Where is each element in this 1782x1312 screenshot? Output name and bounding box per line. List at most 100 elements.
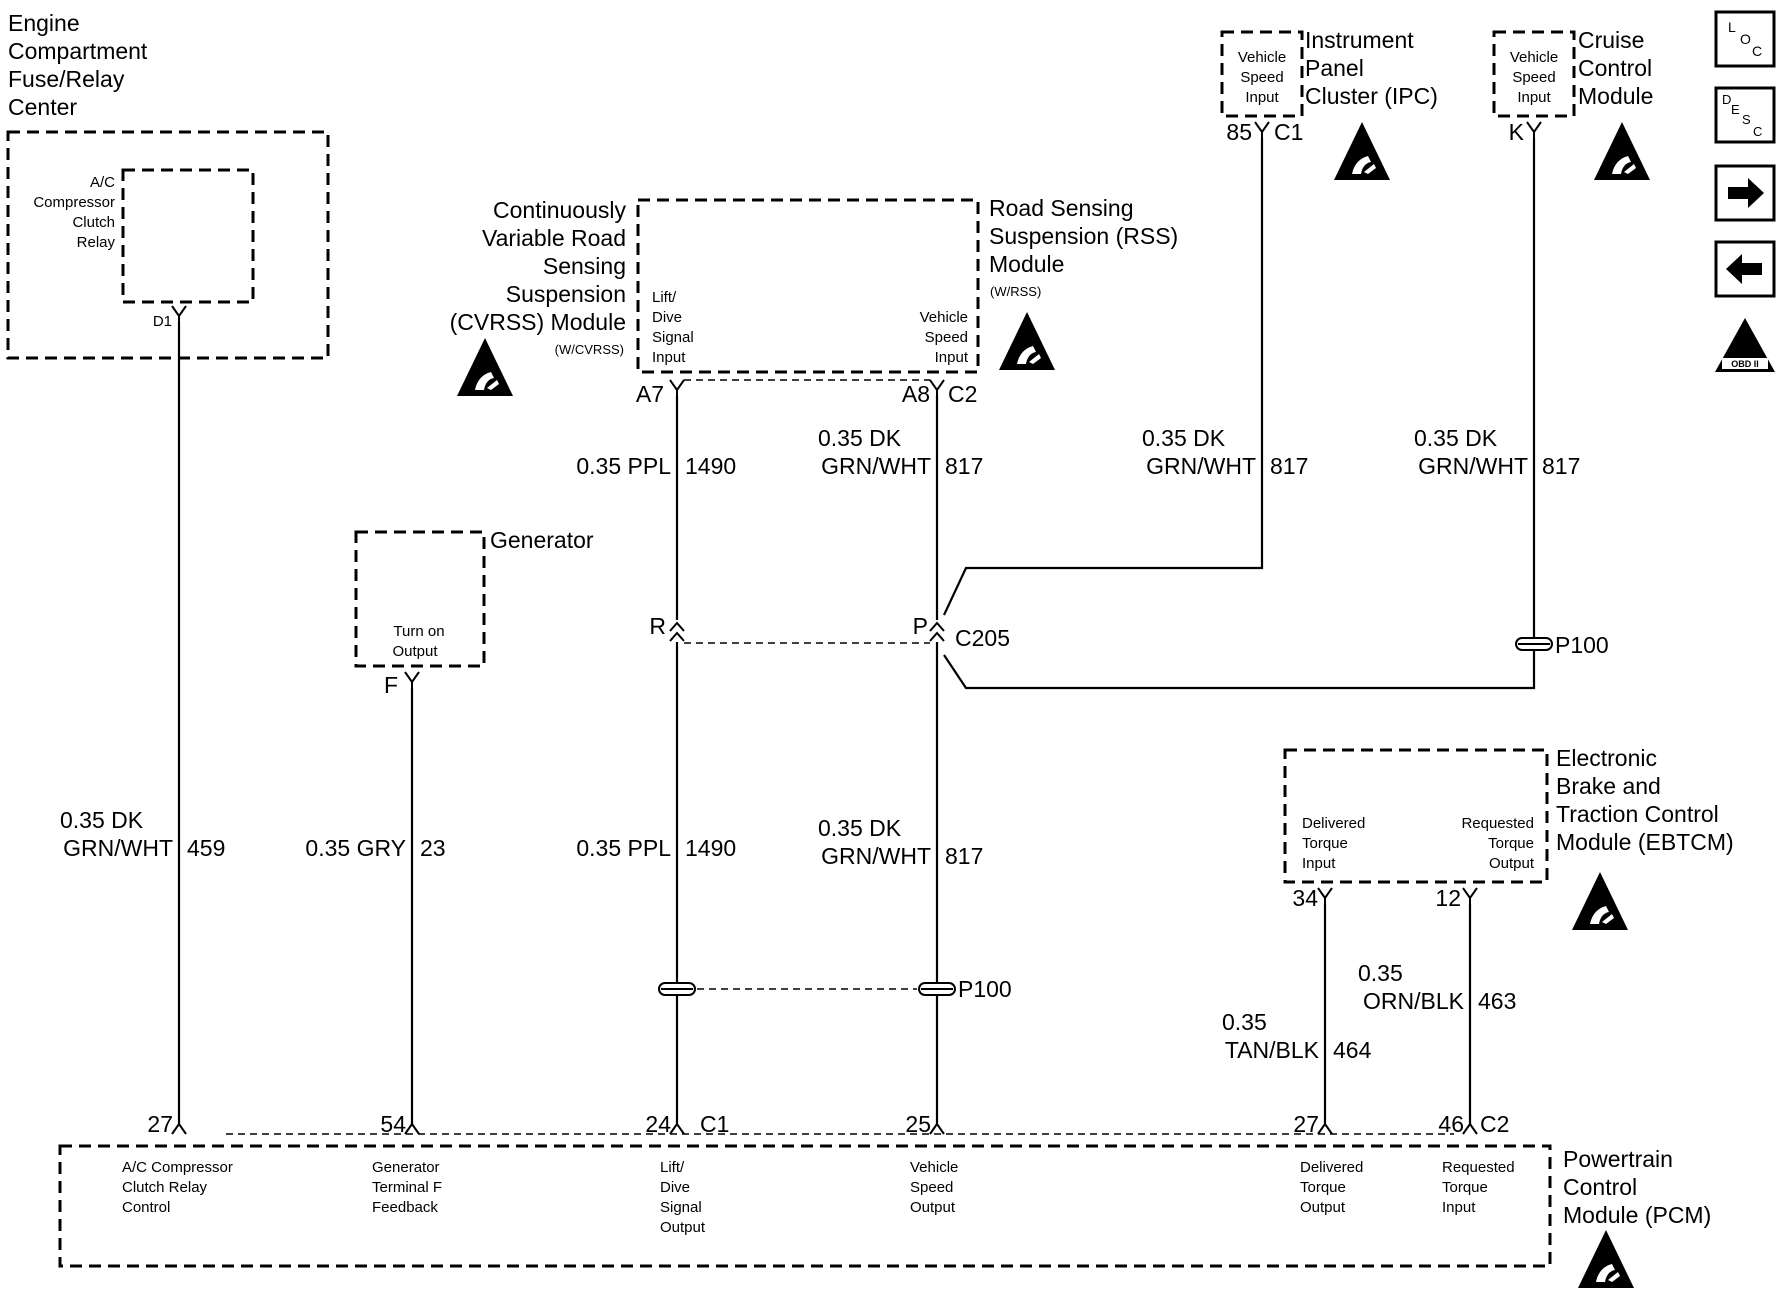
ipc-box [1220,30,1304,118]
desc-button[interactable]: D E S C [1714,86,1776,144]
w817-d-color: GRN/WHT [1418,453,1528,479]
cvrss-title-2: Variable Road [482,225,626,251]
p100-cruise-splice [1515,637,1553,651]
pin-34-mark [1317,887,1333,904]
pcm-pin-label: A/C Compressor [122,1159,233,1176]
pin-d1-mark [171,305,187,322]
fuse-center-box [6,130,330,360]
pcm-pin-label: Terminal F [372,1179,442,1196]
cruise-pin-label-2: Speed [1512,69,1555,86]
w817-c-color: GRN/WHT [1146,453,1256,479]
pcm-pin-27-mark [1317,1122,1333,1135]
cvrss-title-1: Continuously [493,197,626,223]
svg-text:O: O [1740,31,1751,47]
cruise-box [1492,30,1576,118]
pcm-pin-label: Control [122,1199,170,1216]
cvrss-pin-left-label-3: Signal [652,329,694,346]
pin-k: K [1509,119,1525,145]
w1490-top-circuit: 1490 [685,453,736,479]
w817-b-circuit: 817 [945,843,983,869]
pcm-pin-label: Torque [1442,1179,1488,1196]
pcm-pin-label: Speed [910,1179,953,1196]
w459-color: GRN/WHT [63,835,173,861]
w1490-bot-circuit: 1490 [685,835,736,861]
pcm-pin-label: Lift/ [660,1159,685,1176]
ac-relay-label-2: Compressor [33,194,115,211]
pcm-pin-number: 27 [1293,1111,1319,1137]
ebtcm-title-2: Brake and [1556,773,1661,799]
obd-ii-label: OBD II [1731,359,1759,369]
w817-d-circuit: 817 [1542,453,1580,479]
ebtcm-pin-left-label-3: Input [1302,855,1336,872]
pcm-pin-label: Torque [1300,1179,1346,1196]
wires [177,138,1536,1126]
pcm-pin-label: Requested [1442,1159,1515,1176]
pcm-pin-label: Delivered [1300,1159,1363,1176]
pcm-pin-24-mark [669,1122,685,1135]
c205-pin-r-mark [669,621,685,642]
generator-title: Generator [490,527,594,553]
w464-color: TAN/BLK [1225,1037,1320,1063]
ebtcm-title-3: Traction Control [1556,801,1719,827]
esd-icon-cruise [1594,122,1650,180]
svg-text:D: D [1722,92,1731,107]
connector-c205: R P C205 [649,613,1010,651]
pcm-title-3: Module (PCM) [1563,1202,1711,1228]
p100-splices: P100 P100 [658,632,1609,1002]
pin-a8-mark [929,379,945,396]
cruise-pin-label-1: Vehicle [1510,49,1558,66]
w463-size: 0.35 [1358,960,1403,986]
pcm-pin-label: Dive [660,1179,690,1196]
w817-c-circuit: 817 [1270,453,1308,479]
pin-85-mark [1254,121,1270,138]
ipc-pin-label-2: Speed [1240,69,1283,86]
obd-ii-button[interactable]: OBD II [1715,318,1775,372]
pcm-pin-number: 25 [905,1111,931,1137]
w1490-top-sizecolor: 0.35 PPL [576,453,671,479]
generator-pin-label-1: Turn on [393,623,444,640]
pin-a7-mark [669,379,685,396]
ebtcm-title-1: Electronic [1556,745,1657,771]
ipc-pin-label-3: Input [1245,89,1279,106]
loc-button[interactable]: L O C [1714,10,1776,68]
w817-a-circuit: 817 [945,453,983,479]
w817-a-size: 0.35 DK [818,425,902,451]
cvrss-pin-right-label-2: Speed [925,329,968,346]
pin-k-mark [1526,121,1542,138]
w817-b-color: GRN/WHT [821,843,931,869]
w463-circuit: 463 [1478,988,1516,1014]
pin-d1: D1 [153,313,172,330]
ebtcm-pin-right-label-3: Output [1489,855,1535,872]
rss-title-2: Suspension (RSS) [989,223,1178,249]
pcm-pin-label: Clutch Relay [122,1179,208,1196]
wire-817-ipc [943,138,1264,616]
pcm-title-1: Powertrain [1563,1146,1673,1172]
cvrss-box [636,198,980,374]
fuse-center-title-2: Compartment [8,38,148,64]
cvrss-title-5: (CVRSS) Module [450,309,626,335]
wire-labels: 0.35 DK GRN/WHT 459 0.35 GRY 23 0.35 PPL… [60,425,1580,1063]
ebtcm-pin-right-label-2: Torque [1488,835,1534,852]
pcm-box [58,1144,1552,1268]
ac-relay-label-1: A/C [90,174,115,191]
w1490-bot-sizecolor: 0.35 PPL [576,835,671,861]
ebtcm-box [1283,748,1549,884]
cvrss-pin-left-label-1: Lift/ [652,289,677,306]
c205-pin-r: R [649,613,666,639]
svg-text:C: C [1752,43,1762,59]
next-arrow-button[interactable] [1714,164,1776,222]
fuse-center-title-1: Engine [8,10,80,36]
pcm-pin-label: Output [1300,1199,1346,1216]
pcm-pin-number: 46 [1438,1111,1464,1137]
cruise-title-2: Control [1578,55,1652,81]
c205-label: C205 [955,625,1010,651]
w459-size: 0.35 DK [60,807,144,833]
ebtcm-pin-left-label-1: Delivered [1302,815,1365,832]
ipc-pin-label-1: Vehicle [1238,49,1286,66]
pcm-pin-label: Input [1442,1199,1476,1216]
connector-c2-cvrss: C2 [948,381,977,407]
ac-relay-label-4: Relay [77,234,116,251]
prev-arrow-button[interactable] [1714,240,1776,298]
ebtcm-pin-right-label-1: Requested [1461,815,1534,832]
pin-12-mark [1462,887,1478,904]
